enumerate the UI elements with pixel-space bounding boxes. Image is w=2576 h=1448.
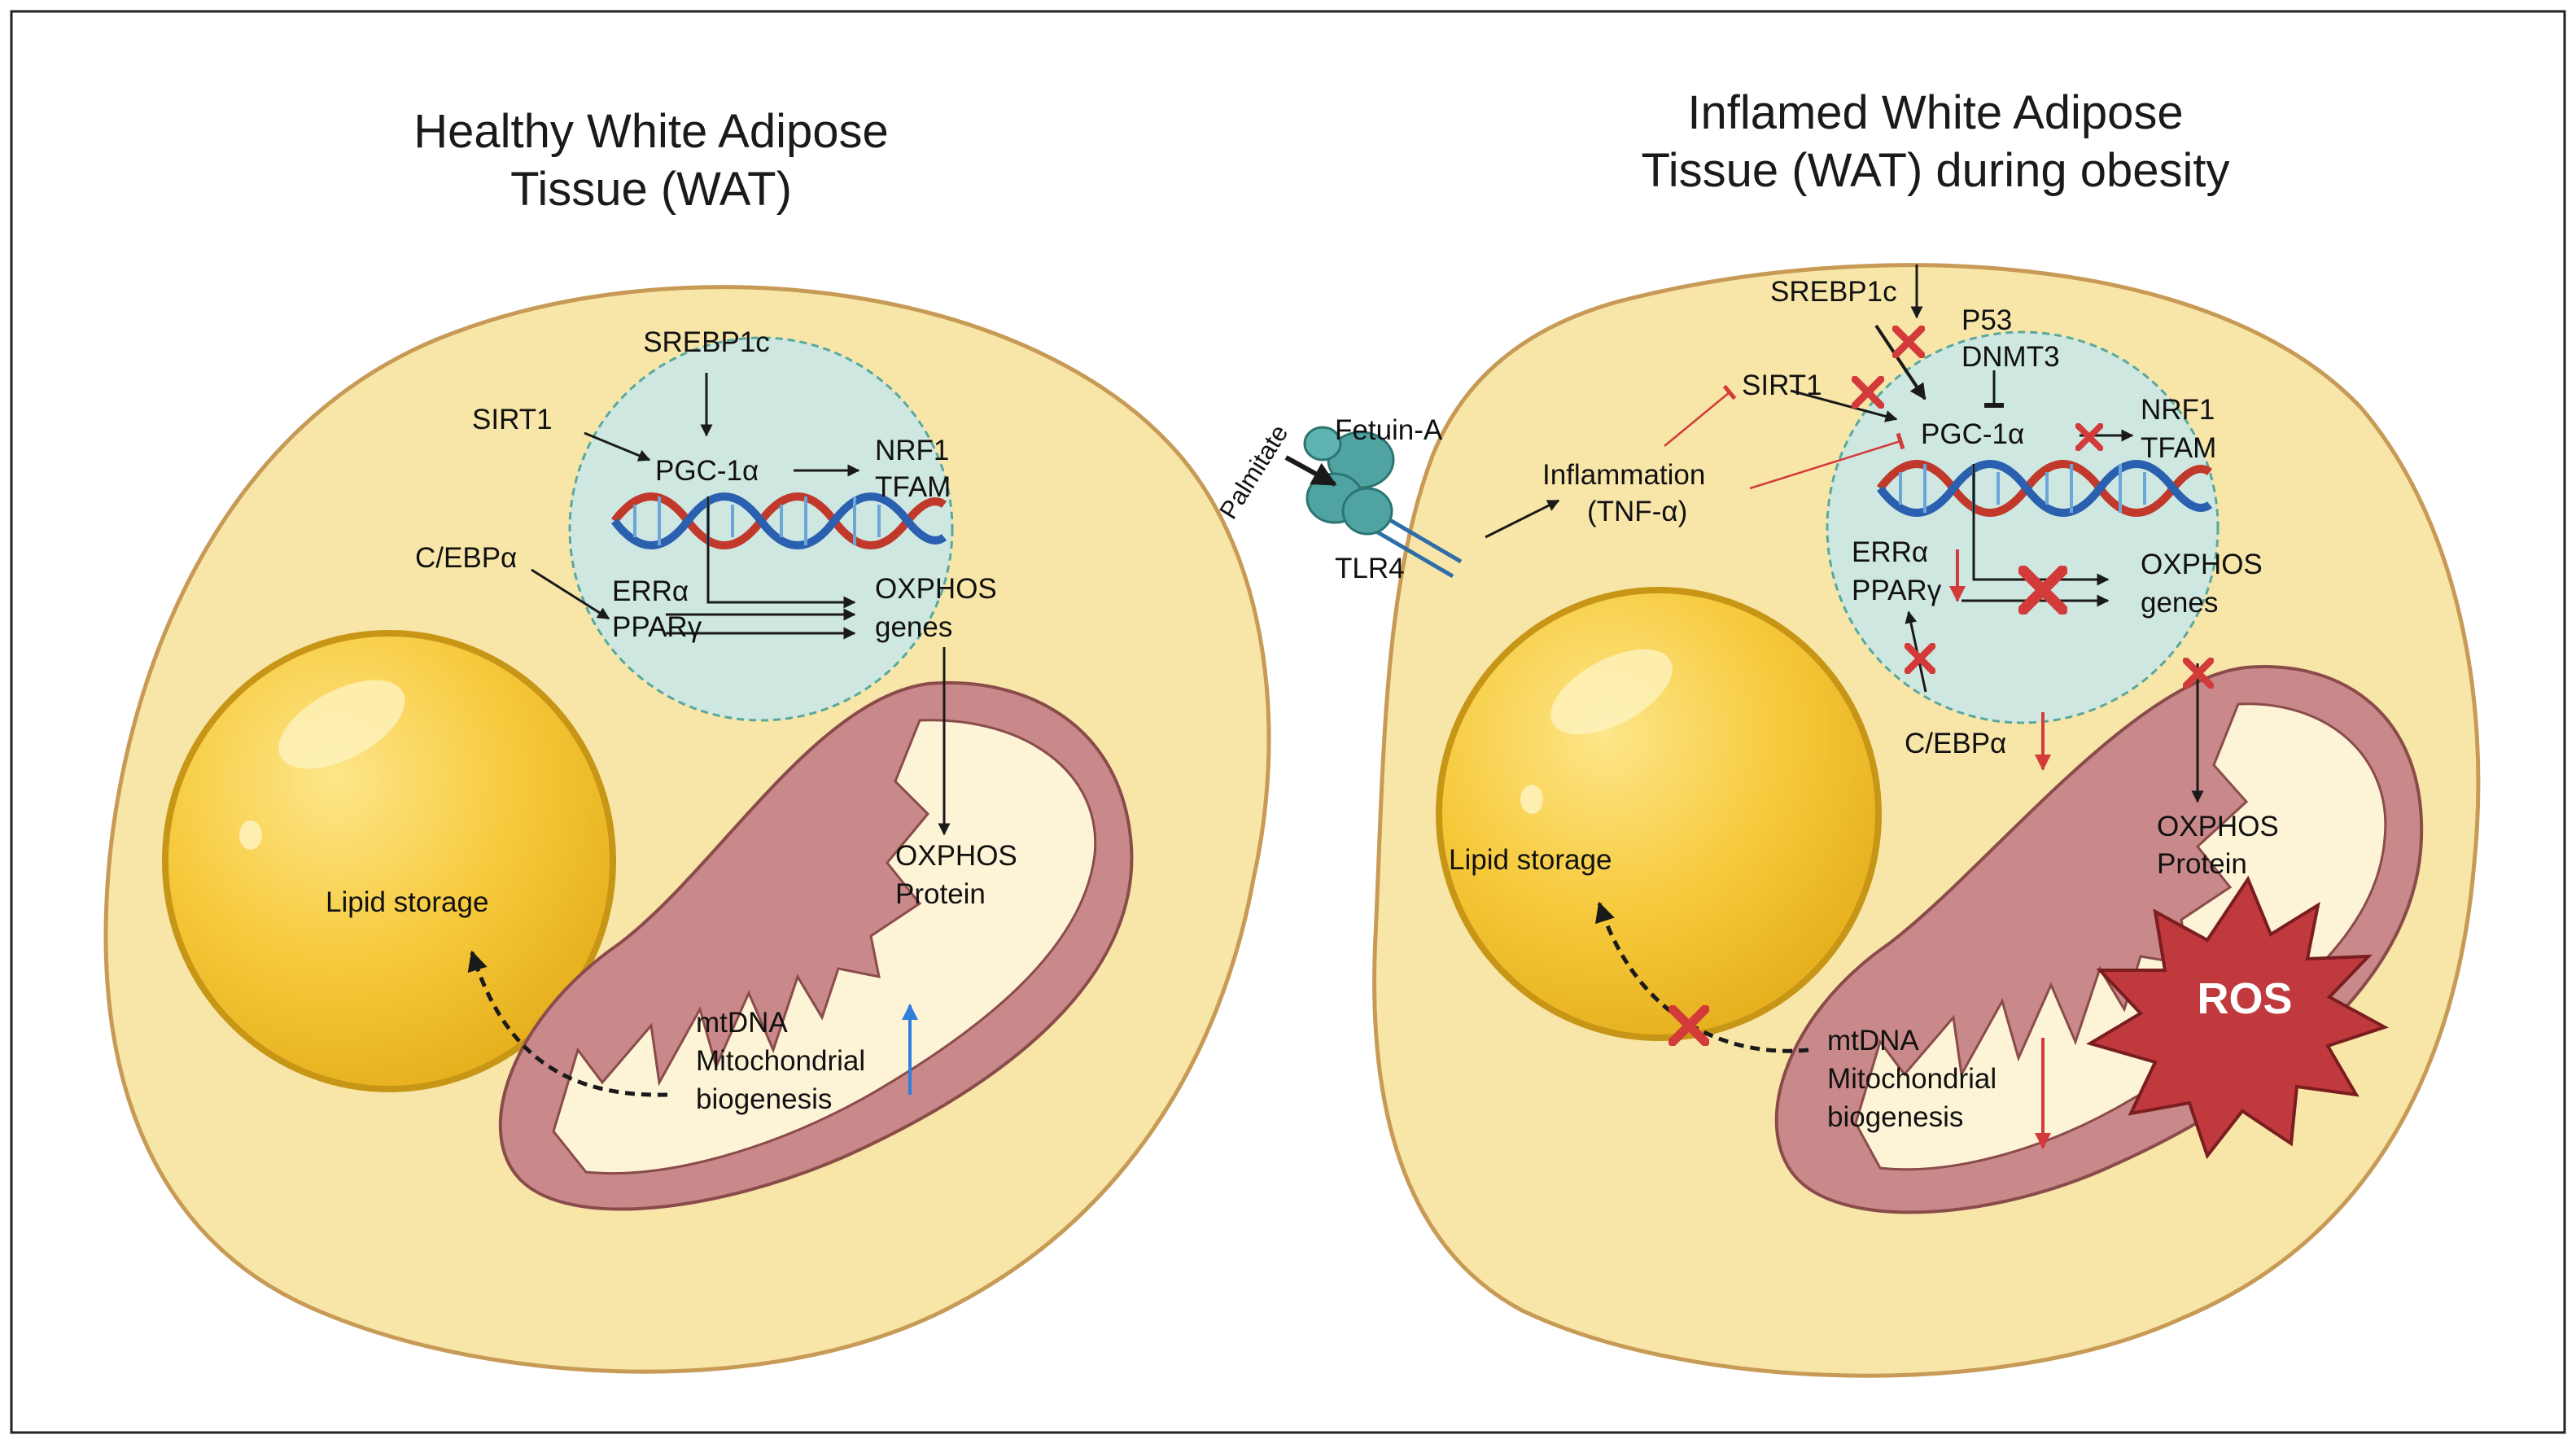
arrow-palmitate-to-fetuin [1284,455,1337,487]
left-title-line2: Tissue (WAT) [510,163,792,216]
left-title-line1: Healthy White Adipose [413,105,889,158]
arrow-mito-to-lipid-storage [1595,901,1809,1053]
arrow-sirt1-to-pgc1a [584,431,651,462]
label-biogenesis: biogenesis [696,1083,832,1115]
label-nrf1: NRF1 [2141,394,2215,426]
inflamed-wat-panel: Inflamed White Adipose Tissue (WAT) duri… [1214,86,2481,1378]
label-sirt1: SIRT1 [472,404,553,435]
label-tfam: TFAM [875,471,951,503]
label-oxphos-genes-2: genes [875,611,952,643]
label-cebpa: C/EBPα [1905,728,2006,759]
label-oxphos-protein-1: OXPHOS [2157,811,2279,842]
ros-burst: ROS [2086,875,2390,1160]
label-oxphos-protein-2: Protein [895,878,986,910]
label-nrf1: NRF1 [875,435,949,466]
label-biogenesis: biogenesis [1827,1101,1963,1133]
label-oxphos-protein-1: OXPHOS [895,840,1017,872]
inhibit-inflammation-pgc1a [1749,432,1905,490]
label-mtdna: mtDNA [1827,1025,1919,1056]
label-p53: P53 [1962,304,2012,336]
label-lipid-storage: Lipid storage [1449,844,1612,876]
label-lipid-storage: Lipid storage [326,886,488,918]
label-erra: ERRα [612,575,689,607]
right-title-line2: Tissue (WAT) during obesity [1641,144,2229,197]
label-srebp1c: SREBP1c [643,326,770,358]
right-title-line1: Inflamed White Adipose [1687,86,2183,139]
label-ppary: PPARγ [612,611,702,643]
label-oxphos-genes-1: OXPHOS [2141,549,2263,580]
label-dnmt3: DNMT3 [1962,341,2060,373]
healthy-adipocyte-cell [103,285,1271,1374]
healthy-wat-panel: Healthy White Adipose Tissue (WAT) [103,105,1271,1374]
label-mitochondrial: Mitochondrial [1827,1063,1997,1095]
label-oxphos-genes-2: genes [2141,587,2218,619]
label-tfam: TFAM [2141,432,2216,464]
nucleus [568,336,954,722]
lipid-droplet-inflamed [1436,587,1882,1041]
arrow-tlr4-to-inflammation [1485,499,1560,539]
fetuin-a-protein [1303,426,1395,536]
label-sirt1: SIRT1 [1742,370,1822,401]
mitochondrion [498,681,1134,1211]
label-ros: ROS [2197,974,2292,1023]
arrow-pgc1a-to-oxphos-genes [706,497,856,609]
label-cebpa: C/EBPα [415,542,517,574]
arrow-srebp1c-to-pgc1a [1874,324,1927,400]
label-pgc1a: PGC-1α [1921,418,2024,450]
label-tnfa: (TNF-α) [1587,496,1687,527]
nucleus-inflamed [1826,330,2220,724]
label-fetuin-a: Fetuin-A [1335,414,1443,446]
arrow-cebpa-to-ppary [531,568,610,620]
label-mitochondrial: Mitochondrial [696,1045,865,1077]
label-oxphos-protein-2: Protein [2157,848,2247,880]
label-tlr4: TLR4 [1335,553,1405,584]
label-erra: ERRα [1852,536,1928,568]
label-mtdna: mtDNA [696,1007,788,1039]
inhibit-inflammation-sirt1 [1664,384,1737,447]
label-oxphos-genes-1: OXPHOS [875,573,997,605]
label-inflammation: Inflammation [1542,459,1705,491]
label-srebp1c: SREBP1c [1770,276,1897,308]
arrow-mito-to-lipid-storage [467,950,668,1097]
label-pgc1a: PGC-1α [655,455,759,487]
arrow-sirt1-to-pgc1a [1790,389,1898,422]
arrow-pgc1a-to-oxphos-genes [1972,464,2110,586]
label-ppary: PPARγ [1852,575,1942,606]
lipid-droplet [162,630,616,1092]
